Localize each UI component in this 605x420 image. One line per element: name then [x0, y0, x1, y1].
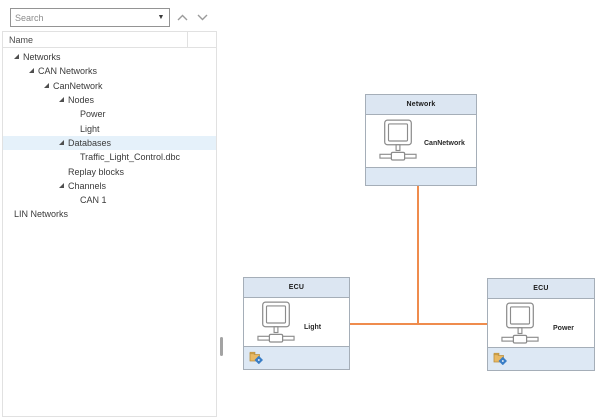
search-input[interactable]	[11, 9, 153, 26]
tree-item-label: Power	[80, 109, 106, 119]
expander-icon[interactable]	[59, 140, 64, 145]
ecu-node-footer	[244, 346, 349, 369]
computer-icon	[257, 300, 295, 351]
tree-item-cannetwork[interactable]: CanNetwork	[3, 79, 216, 93]
bus-wire-vertical[interactable]	[417, 186, 419, 324]
name-column-header[interactable]: Name	[3, 35, 33, 45]
tree-item-can-1[interactable]: CAN 1	[3, 193, 216, 207]
search-combobox[interactable]: ▼	[10, 8, 170, 27]
tree-column-header[interactable]: Name	[3, 32, 216, 48]
scrollbar-thumb[interactable]	[220, 337, 223, 356]
tree-item-label: Light	[80, 124, 100, 134]
ecu-node-title: ECU	[244, 278, 349, 298]
tree-item-networks[interactable]: Networks	[3, 50, 216, 64]
tree-item-label: Traffic_Light_Control.dbc	[80, 152, 180, 162]
column-separator[interactable]	[187, 32, 188, 47]
chevron-up-icon	[177, 14, 188, 21]
expander-icon[interactable]	[59, 183, 64, 188]
expander-icon[interactable]	[59, 97, 64, 102]
expander-icon[interactable]	[29, 68, 34, 73]
tree-item-label: CAN 1	[80, 195, 107, 205]
ecu-node-label: Light	[304, 324, 321, 331]
node-config-icon[interactable]	[249, 350, 263, 369]
tree-item-label: LIN Networks	[14, 209, 68, 219]
tree-item-label: Channels	[68, 181, 106, 191]
computer-icon	[379, 118, 417, 169]
network-node-title: Network	[366, 95, 476, 115]
node-config-icon[interactable]	[493, 351, 507, 370]
network-node-body: CanNetwork	[366, 115, 476, 167]
ecu-node-footer	[488, 347, 594, 370]
search-next-button[interactable]	[194, 10, 210, 25]
tree-item-label: Nodes	[68, 95, 94, 105]
ecu-node-title: ECU	[488, 279, 594, 299]
ecu-node-light[interactable]: ECU Light	[243, 277, 350, 370]
tree-rows: Networks CAN Networks CanNetwork Nodes P…	[3, 48, 216, 222]
tree-item-can-networks[interactable]: CAN Networks	[3, 64, 216, 78]
search-prev-button[interactable]	[174, 10, 190, 25]
tree-item-traffic-light-control-dbc[interactable]: Traffic_Light_Control.dbc	[3, 150, 216, 164]
expander-icon[interactable]	[14, 54, 19, 59]
tree-item-label: Networks	[23, 52, 61, 62]
tree-item-channels[interactable]: Channels	[3, 179, 216, 193]
ecu-node-power[interactable]: ECU Power	[487, 278, 595, 371]
ecu-node-label: Power	[553, 325, 574, 332]
ecu-node-body: Power	[488, 299, 594, 347]
expander-icon[interactable]	[44, 83, 49, 88]
tree-item-lin-networks[interactable]: LIN Networks	[3, 207, 216, 221]
tree-item-power[interactable]: Power	[3, 107, 216, 121]
tree-item-replay-blocks[interactable]: Replay blocks	[3, 164, 216, 178]
tree-item-databases[interactable]: Databases	[3, 136, 216, 150]
tree-item-light[interactable]: Light	[3, 121, 216, 135]
tree-item-nodes[interactable]: Nodes	[3, 93, 216, 107]
computer-icon	[501, 301, 539, 352]
combo-dropdown-icon[interactable]: ▼	[153, 9, 169, 26]
tree-item-label: CAN Networks	[38, 66, 97, 76]
bus-wire-horizontal[interactable]	[350, 323, 487, 325]
tree-item-label: Replay blocks	[68, 167, 124, 177]
network-tree-panel: Name Networks CAN Networks CanNetwork No…	[2, 31, 217, 417]
tree-item-label: CanNetwork	[53, 81, 103, 91]
network-node-label: CanNetwork	[424, 140, 465, 147]
chevron-down-icon	[197, 14, 208, 21]
network-node-footer	[366, 167, 476, 185]
ecu-node-body: Light	[244, 298, 349, 346]
tree-item-label: Databases	[68, 138, 111, 148]
network-node[interactable]: Network CanNetwork	[365, 94, 477, 186]
